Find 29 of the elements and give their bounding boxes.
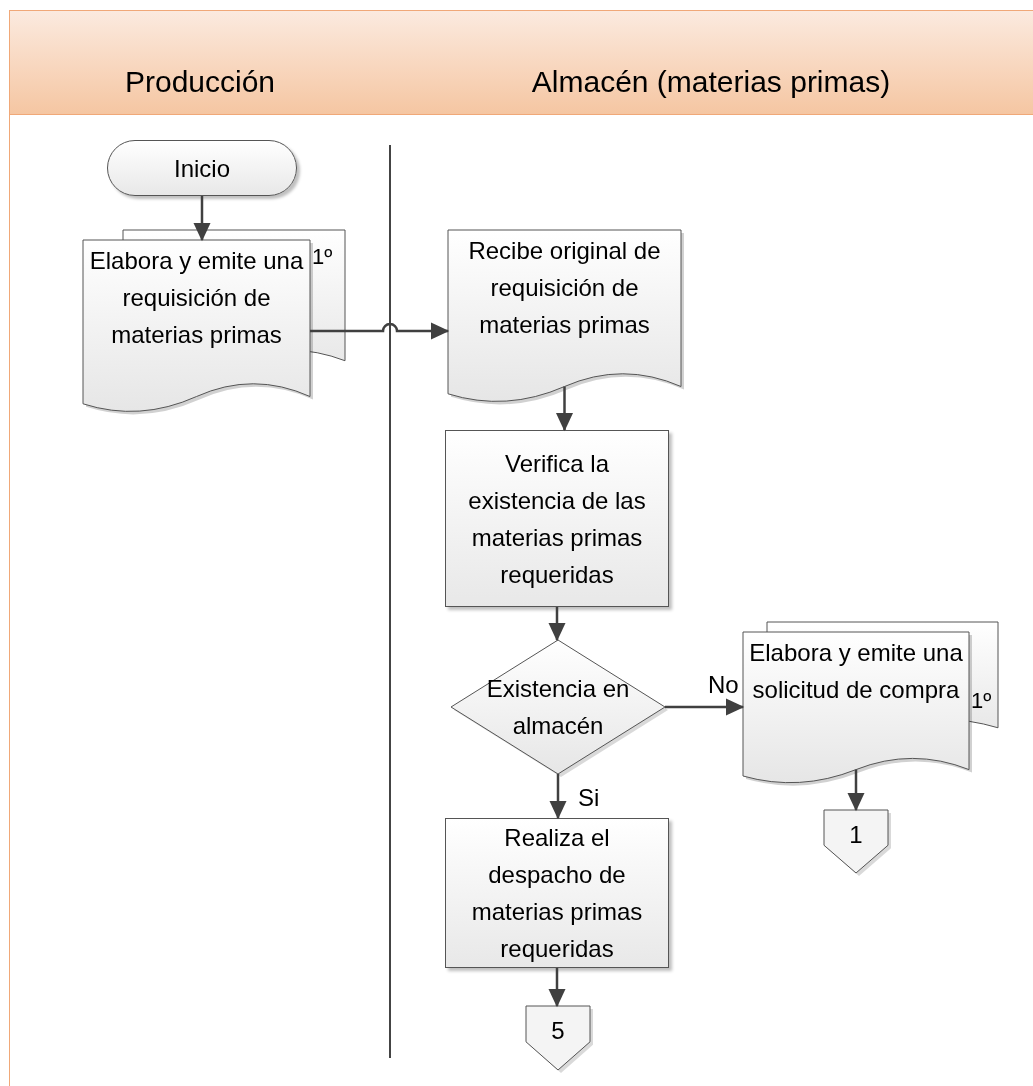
process-box [445,430,669,607]
lane-title: Almacén (materias primas) [531,64,891,100]
arrow [310,322,450,340]
copy-count: 1º [971,688,992,714]
document-label: Elabora y emite una requisición de materias primas [88,246,305,350]
arrow [847,769,865,812]
start-terminator [107,140,297,196]
document-label: Recibe original de requisición de materias primas [467,236,662,340]
connector-label: 5 [550,1016,566,1046]
lane-title: Producción [124,64,276,100]
arrow [665,698,745,716]
arrow [549,774,567,820]
document-label: Elabora y emite una solicitud de compra [748,638,964,705]
edge-label: Si [578,783,600,813]
arrow [193,196,211,242]
copy-count: 1º [312,244,333,270]
edge-label: No [708,670,739,700]
process-box [445,818,669,968]
process-label: Verifica la existencia de las materias primas requeridas [467,448,647,590]
terminator-label: Inicio [174,153,230,184]
decision-label: Existencia en almacén [485,674,631,741]
off-page-connector [526,1006,590,1070]
process-label: Realiza el despacho de materias primas requeridas [470,823,644,964]
arrow [555,386,574,432]
connector-label: 1 [848,820,864,850]
decision-diamond [451,640,665,774]
arrow [548,607,566,642]
arrow [548,968,566,1008]
off-page-connector [824,810,888,873]
